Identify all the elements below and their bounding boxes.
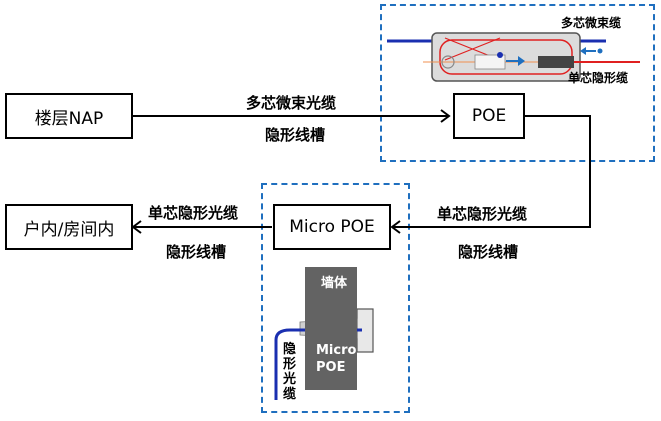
wall-label: 墙体	[321, 276, 348, 291]
micro-indoor-duct-label: 隐形线槽	[166, 243, 227, 261]
indoor-node: 户内/房间内	[5, 204, 133, 250]
micro-poe-device-label-2: POE	[316, 360, 346, 375]
micro-poe-label: Micro POE	[289, 217, 375, 237]
micro-poe-detail-region	[261, 183, 410, 413]
vertical-char: 隐	[283, 342, 297, 357]
vertical-char: 缆	[283, 387, 297, 402]
single-core-cable-label: 单芯隐形缆	[568, 71, 629, 85]
micro-poe-node: Micro POE	[273, 204, 391, 250]
floor-nap-label: 楼层NAP	[34, 108, 104, 129]
nap-poe-duct-label: 隐形线槽	[265, 126, 326, 144]
poe-to-micro-arrowhead	[390, 220, 401, 234]
vertical-char: 形	[283, 357, 297, 372]
micro-to-indoor-arrowhead	[131, 220, 142, 234]
poe-detail-region	[380, 4, 655, 162]
micro-indoor-cable-label: 单芯隐形光缆	[148, 204, 239, 222]
insert-arrow-icon	[506, 56, 525, 66]
connector	[538, 56, 574, 68]
micro-poe-device-label-1: Micro	[316, 343, 357, 358]
enclosure-body	[431, 32, 581, 82]
wall-block	[305, 267, 357, 390]
poe-micro-duct-label: 隐形线槽	[458, 243, 519, 261]
invisible-fiber	[274, 328, 362, 400]
poe-node: POE	[453, 93, 525, 139]
nap-poe-cable-label: 多芯微束光缆	[246, 94, 337, 112]
vertical-char: 光	[283, 372, 297, 387]
poe-to-micro-line	[392, 115, 591, 228]
direction-arrow-icon	[580, 47, 596, 55]
poe-label: POE	[471, 106, 507, 126]
poe-micro-cable-label: 单芯隐形光缆	[437, 205, 528, 223]
multi-core-cable-label: 多芯微束缆	[561, 16, 622, 30]
floor-nap-node: 楼层NAP	[5, 93, 133, 139]
invisible-fiber-vertical-label: 隐 形 光 缆	[283, 342, 297, 402]
indoor-label: 户内/房间内	[23, 219, 115, 240]
poe-enclosure-illustration	[387, 32, 640, 82]
nap-to-poe-arrowhead	[440, 109, 451, 123]
